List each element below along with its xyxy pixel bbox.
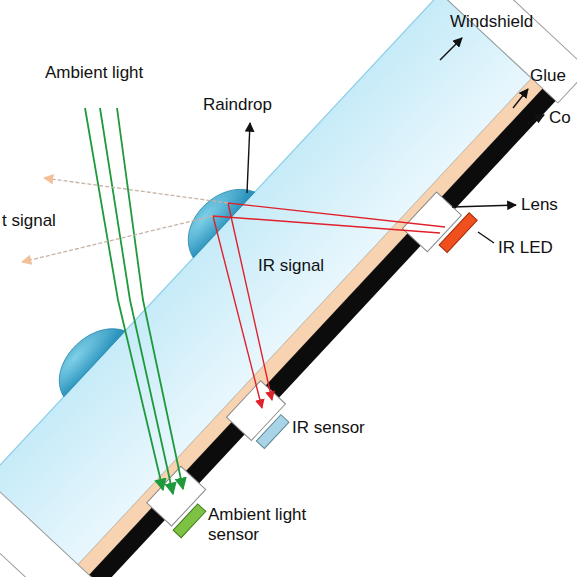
part-label: IR sensor <box>292 418 365 438</box>
part-label: IR LED <box>498 238 553 258</box>
ambient-light-rays <box>85 108 183 494</box>
part-label: IR signal <box>258 256 324 276</box>
leader-arrow <box>513 89 528 108</box>
glue-layer <box>51 78 543 577</box>
ambient-light-sensor <box>173 504 206 538</box>
part-label: Ambient light <box>45 63 143 83</box>
raindrop <box>45 313 126 397</box>
windshield-end-cap <box>0 477 104 577</box>
part-label: Raindrop <box>203 95 272 115</box>
leader-arrow <box>440 38 462 60</box>
ir-ray <box>213 216 440 408</box>
escaping-ray <box>44 178 228 203</box>
leader-arrow <box>526 115 544 124</box>
leader-arrow <box>247 123 250 193</box>
coating-layer <box>62 89 556 577</box>
leader-lines <box>247 38 544 243</box>
ir-ray <box>228 203 445 400</box>
part-label: t signal <box>2 211 56 231</box>
part-label: Windshield <box>450 12 533 32</box>
part-label: Ambient light sensor <box>208 505 338 546</box>
windshield-end-cap <box>438 0 577 103</box>
leader-line <box>478 232 494 243</box>
ir-sensor <box>256 415 289 449</box>
light-ray <box>100 108 173 494</box>
part-label: Co <box>549 108 571 128</box>
part-label: Lens <box>521 195 558 215</box>
light-ray <box>117 108 183 489</box>
part-label: Glue <box>530 66 566 86</box>
leader-arrow <box>452 205 516 207</box>
ir-signal-rays <box>213 203 445 408</box>
ir-led <box>439 213 477 253</box>
windshield-glass <box>0 0 532 577</box>
